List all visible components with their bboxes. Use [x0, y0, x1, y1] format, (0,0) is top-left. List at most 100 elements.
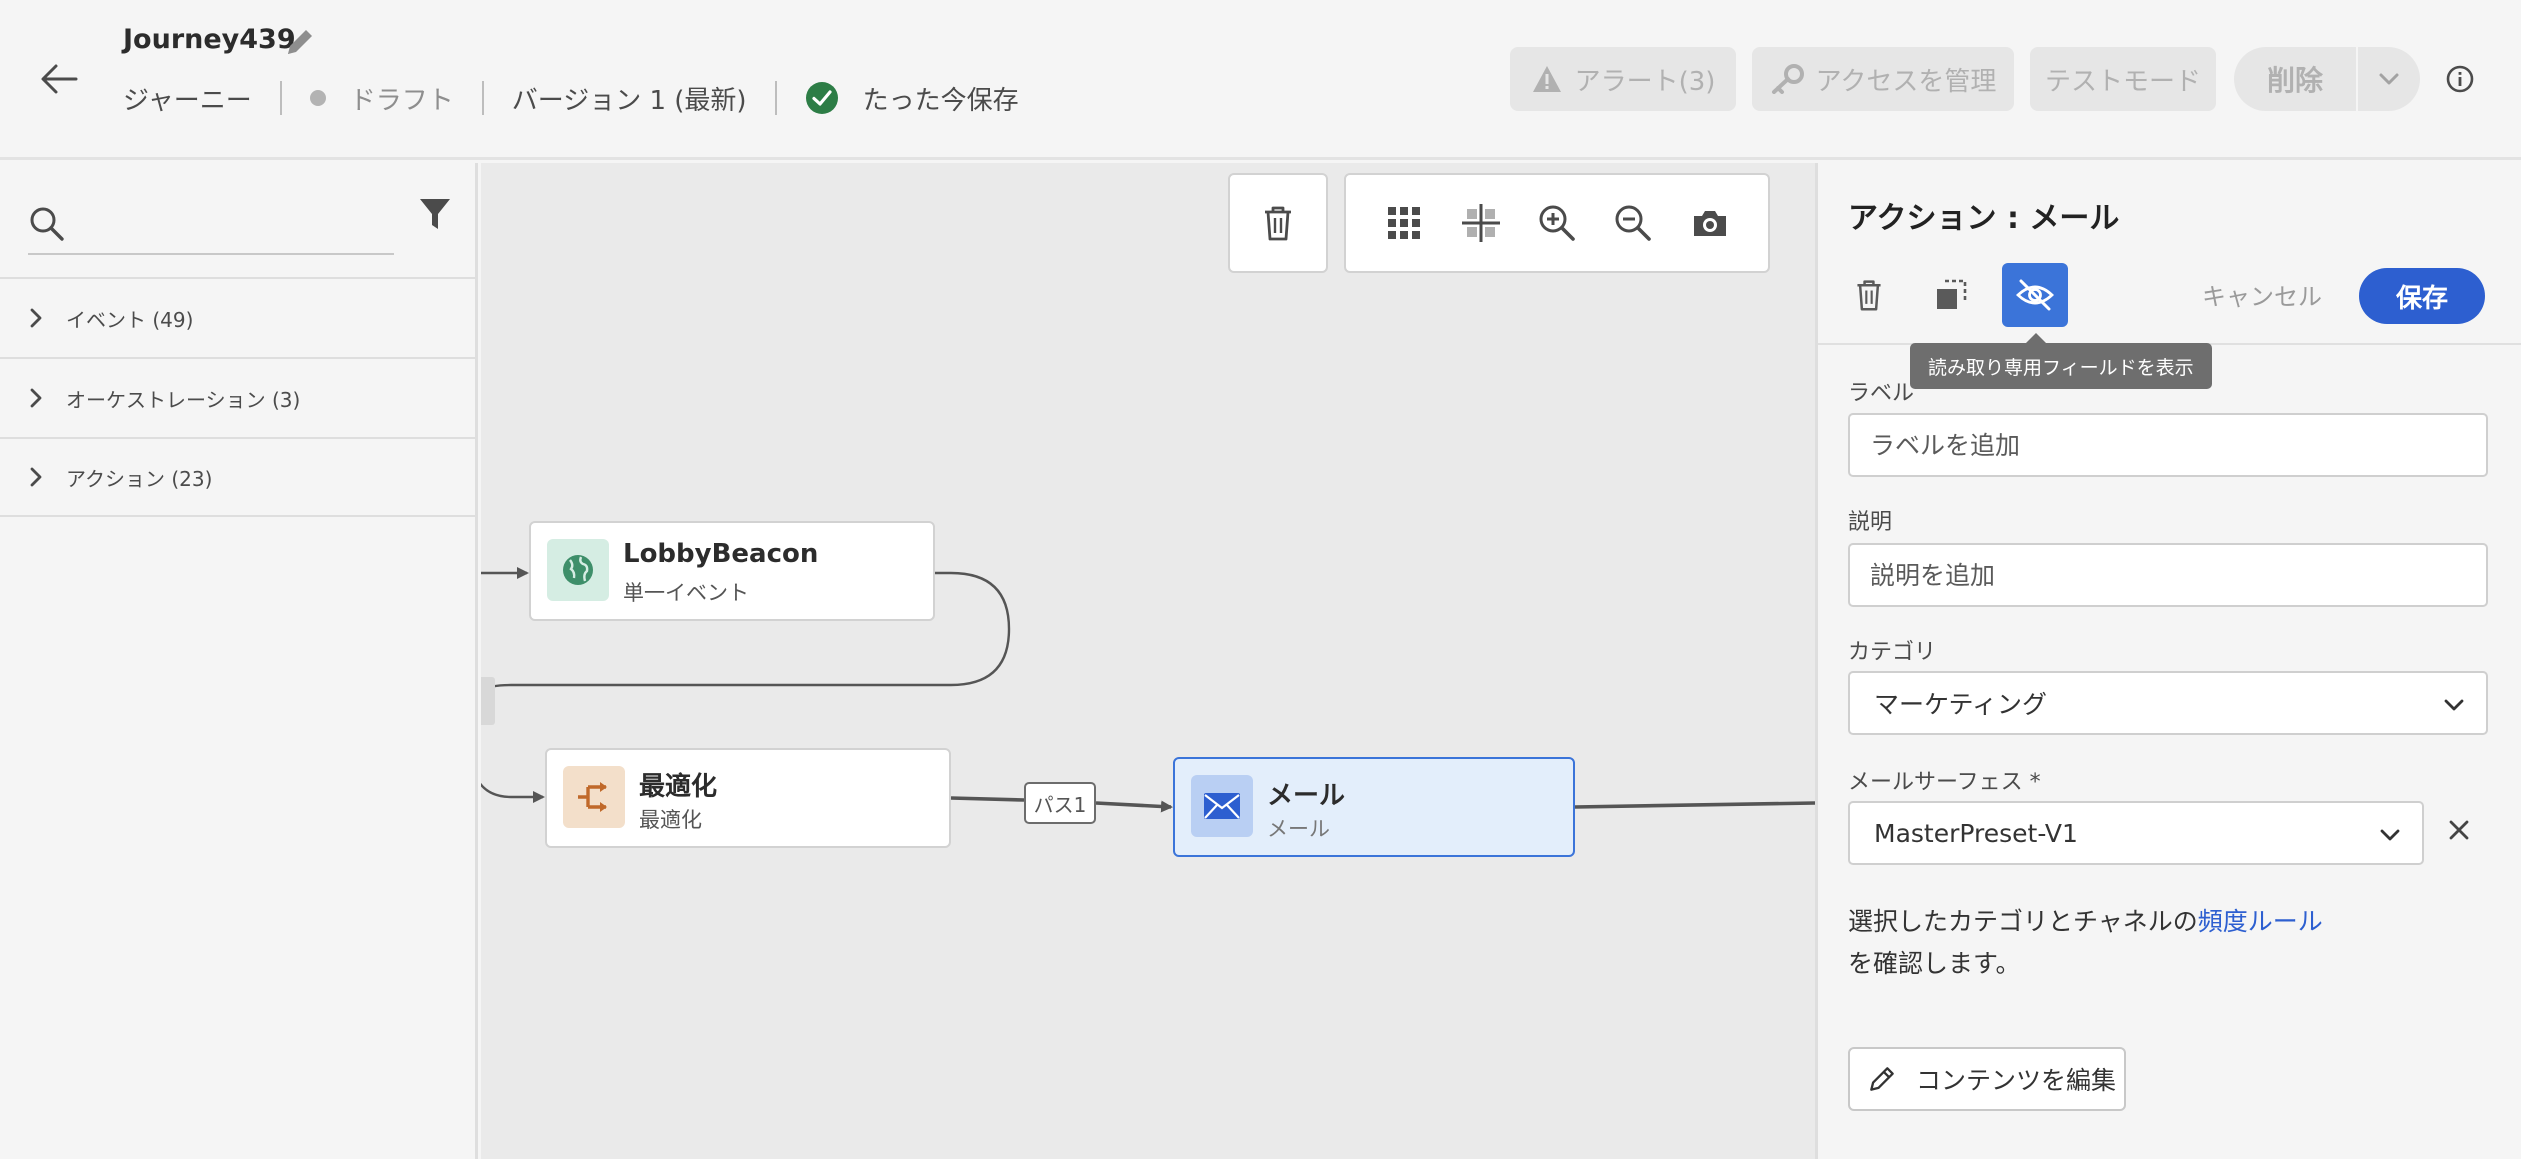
arrow-left-icon — [41, 64, 78, 94]
delete-journey-button[interactable]: 削除 — [2234, 47, 2356, 111]
chevron-right-icon — [30, 467, 42, 487]
zoom-out-icon — [1615, 205, 1652, 241]
split-icon — [578, 782, 607, 812]
separator — [481, 81, 484, 115]
category-field-label: カテゴリ — [1848, 640, 1937, 665]
duplicate-button[interactable] — [1918, 263, 1984, 327]
zoom-in-icon — [1539, 205, 1575, 241]
journey-version: バージョン 1 (最新) — [511, 85, 747, 116]
path-label[interactable]: パス1 — [1024, 782, 1096, 824]
category-events[interactable]: イベント (49) — [0, 277, 478, 357]
filter-icon[interactable] — [418, 195, 452, 233]
label-input[interactable] — [1848, 413, 2488, 477]
cancel-button[interactable]: キャンセル — [2202, 283, 2322, 311]
frequency-rule-note: 選択したカテゴリとチャネルの頻度ルール を確認します。 — [1848, 901, 2368, 985]
test-mode-button[interactable]: テストモード — [2030, 47, 2216, 111]
label-field-label: ラベル — [1848, 381, 1915, 406]
edit-content-button[interactable]: コンテンツを編集 — [1848, 1047, 2126, 1111]
category-value: マーケティング — [1874, 690, 2048, 719]
node-subtitle: 単一イベント — [623, 581, 749, 605]
connector-line — [1574, 801, 1815, 809]
connector-line — [950, 796, 1025, 802]
pencil-icon — [1870, 1067, 1894, 1091]
delete-activity-button[interactable] — [1836, 263, 1902, 327]
journey-meta: ジャーニー ドラフト バージョン 1 (最新) たった今保存 — [123, 78, 1019, 118]
alert-icon — [1532, 66, 1561, 92]
chevron-down-icon — [2444, 699, 2464, 711]
email-surface-field-label: メールサーフェス * — [1848, 770, 2041, 795]
email-surface-select[interactable]: MasterPreset-V1 — [1848, 801, 2424, 865]
manage-access-label: アクセスを管理 — [1815, 66, 1997, 97]
action-icon-tile — [1191, 775, 1253, 837]
category-orchestration[interactable]: オーケストレーション (3) — [0, 357, 478, 437]
delete-label: 削除 — [2266, 64, 2323, 97]
rename-button[interactable] — [282, 24, 318, 60]
category-label: アクション (23) — [66, 466, 213, 491]
tooltip-arrow — [2026, 333, 2046, 343]
category-select[interactable]: マーケティング — [1848, 671, 2488, 735]
search-icon — [30, 207, 64, 241]
manage-access-button[interactable]: アクセスを管理 — [1752, 47, 2014, 111]
node-subtitle: メール — [1267, 817, 1330, 841]
chevron-down-icon — [2379, 73, 2399, 85]
connections — [481, 567, 1815, 813]
journey-name: Journey439 — [123, 24, 296, 55]
journey-type: ジャーニー — [123, 85, 252, 116]
separator — [279, 81, 282, 115]
category-label: オーケストレーション (3) — [66, 387, 301, 412]
journey-header: Journey439 ジャーニー ドラフト バージョン 1 (最新) たった今保… — [0, 0, 2521, 160]
canvas-delete-button[interactable] — [1228, 173, 1328, 273]
alerts-label: アラート(3) — [1574, 66, 1716, 97]
key-icon — [1771, 64, 1804, 94]
close-icon[interactable] — [2444, 815, 2474, 845]
node-subtitle: 最適化 — [639, 808, 702, 832]
trash-icon — [1857, 280, 1881, 311]
info-button[interactable] — [2444, 63, 2476, 95]
node-optimize[interactable]: 最適化 最適化 — [545, 748, 951, 848]
category-label: イベント (49) — [66, 307, 194, 332]
search-input[interactable] — [82, 201, 382, 247]
node-title: 最適化 — [639, 772, 718, 802]
back-button[interactable] — [36, 56, 82, 102]
frequency-rule-link[interactable]: 頻度ルール — [2197, 907, 2323, 936]
alerts-button[interactable]: アラート(3) — [1510, 47, 1736, 111]
save-button[interactable]: 保存 — [2359, 268, 2485, 324]
globe-icon — [563, 555, 593, 585]
trash-icon — [1265, 206, 1291, 241]
email-surface-value: MasterPreset-V1 — [1874, 818, 2078, 848]
node-lobbybeacon[interactable]: LobbyBeacon 単一イベント — [529, 521, 935, 621]
camera-icon — [1693, 211, 1726, 236]
category-actions[interactable]: アクション (23) — [0, 437, 478, 517]
tooltip: 読み取り専用フィールドを表示 — [1910, 343, 2212, 389]
description-input[interactable] — [1848, 543, 2488, 607]
category-list: イベント (49) オーケストレーション (3) アクション (23) — [0, 277, 478, 517]
duplicate-icon — [1937, 279, 1967, 309]
frequency-text-after: を確認します。 — [1848, 949, 2021, 978]
fit-to-screen-button[interactable] — [1459, 201, 1503, 245]
arrange-button[interactable] — [1382, 201, 1426, 245]
grid-icon — [1388, 207, 1421, 239]
test-mode-label: テストモード — [2044, 66, 2201, 97]
chevron-right-icon — [30, 308, 42, 328]
show-read-only-fields-button[interactable] — [2002, 263, 2068, 327]
saved-status: たった今保存 — [862, 85, 1019, 116]
journey-canvas[interactable]: LobbyBeacon 単一イベント 最適化 最適化 パス1 メール メール — [481, 163, 1815, 1159]
check-circle-icon — [805, 82, 838, 114]
collapse-palette-handle[interactable] — [481, 677, 495, 725]
connector-line — [481, 782, 545, 803]
crosshair-icon — [1461, 204, 1500, 242]
node-title: LobbyBeacon — [623, 539, 819, 569]
activity-palette: イベント (49) オーケストレーション (3) アクション (23) — [0, 163, 478, 1159]
pencil-icon — [288, 30, 312, 54]
zoom-out-button[interactable] — [1611, 201, 1655, 245]
chevron-down-icon — [2380, 829, 2400, 841]
event-icon-tile — [547, 539, 609, 601]
screenshot-button[interactable] — [1688, 201, 1732, 245]
node-mail[interactable]: メール メール — [1173, 757, 1575, 857]
delete-options-dropdown[interactable] — [2358, 47, 2420, 111]
panel-title: アクション : メール — [1848, 201, 2120, 236]
action-properties-panel: アクション : メール キャンセル 保存 読み取り専用フィールドを表示 ラベル … — [1815, 163, 2521, 1159]
edit-content-label: コンテンツを編集 — [1916, 1066, 2117, 1095]
node-title: メール — [1267, 781, 1346, 811]
zoom-in-button[interactable] — [1535, 201, 1579, 245]
